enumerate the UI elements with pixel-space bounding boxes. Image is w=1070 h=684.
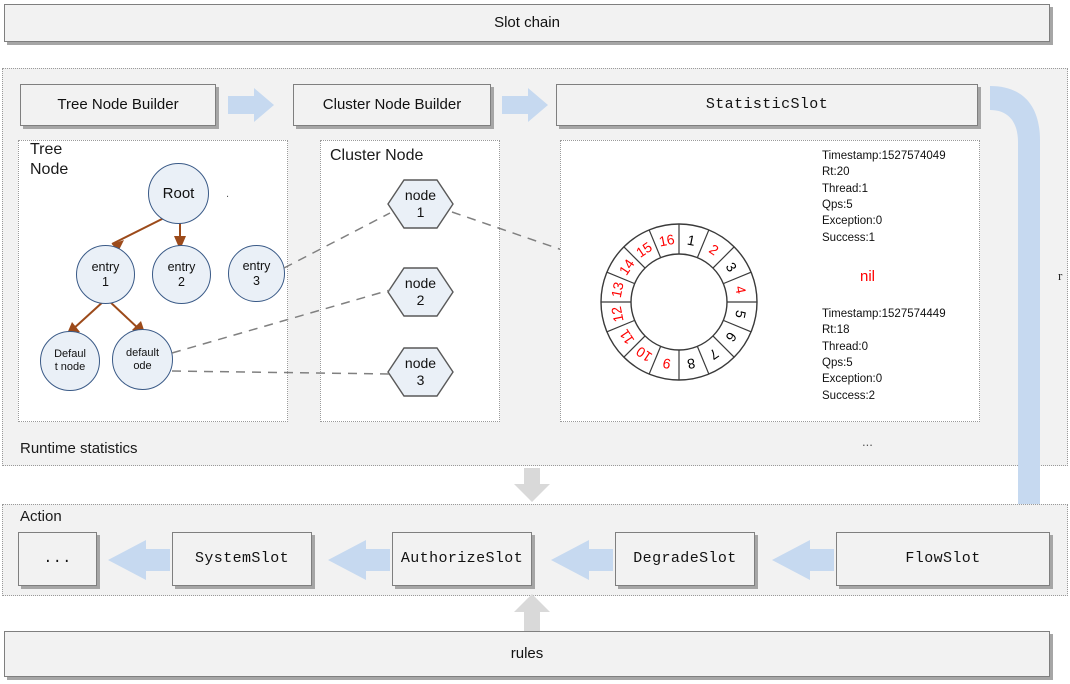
ring-divider [712, 246, 735, 269]
ring-divider [723, 271, 752, 285]
tree-node-default-node-1-label: Defaul t node [54, 348, 86, 373]
ring-divider [606, 319, 635, 333]
stray-char-r: r [1058, 268, 1063, 283]
degrade-slot-label: DegradeSlot [633, 550, 737, 568]
tree-node-root[interactable]: Root [148, 163, 209, 224]
ring-segment-label: 15 [633, 239, 655, 261]
action-panel-label: Action [20, 508, 62, 525]
ring-divider [723, 319, 752, 333]
tree-node-panel-title: Tree Node [30, 141, 69, 178]
ring-segment-label: 9 [661, 355, 672, 372]
ring-segment-label: 5 [732, 309, 749, 320]
ring-segment-label: 4 [732, 284, 749, 295]
system-slot-box[interactable]: SystemSlot [172, 532, 312, 586]
ring-divider [606, 271, 635, 285]
tree-node-default-node-2-label: default ode [125, 346, 160, 372]
ring-segment-label: 1 [686, 232, 697, 249]
tree-panel-stray-dot: . [226, 188, 230, 200]
ring-segment-label: 8 [686, 355, 697, 372]
tree-node-entry1-label: entry 1 [91, 260, 120, 289]
ring-divider [623, 246, 646, 269]
ring-divider [648, 346, 662, 375]
nil-label: nil [860, 268, 876, 285]
rules-label: rules [510, 645, 544, 663]
tree-node-entry2-label: entry 2 [167, 260, 196, 289]
tree-node-default-node-2[interactable]: default ode [112, 329, 173, 390]
cluster-node-builder-box[interactable]: Cluster Node Builder [293, 84, 491, 126]
statistic-slot-label: StatisticSlot [705, 96, 829, 114]
slot-chain-header: Slot chain [4, 4, 1050, 42]
system-slot-label: SystemSlot [194, 550, 289, 568]
runtime-statistics-label: Runtime statistics [20, 440, 138, 457]
ring-divider [712, 335, 735, 358]
flow-slot-box[interactable]: FlowSlot [836, 532, 1050, 586]
stats-block-top: Timestamp:1527574049 Rt:20 Thread:1 Qps:… [822, 150, 946, 244]
ring-segment-label: 16 [658, 231, 677, 250]
runtime-ellipsis: ... [862, 434, 873, 449]
flow-slot-label: FlowSlot [905, 550, 981, 568]
tree-node-entry1[interactable]: entry 1 [76, 245, 135, 304]
authorize-slot-box[interactable]: AuthorizeSlot [392, 532, 532, 586]
tree-node-builder-label: Tree Node Builder [57, 96, 179, 114]
ring-segment-label: 10 [633, 343, 655, 365]
tree-node-root-label: Root [162, 184, 195, 202]
tree-node-builder-box[interactable]: Tree Node Builder [20, 84, 216, 126]
degrade-slot-box[interactable]: DegradeSlot [615, 532, 755, 586]
action-box-ellipsis-label: ... [43, 550, 72, 568]
statistic-slot-box[interactable]: StatisticSlot [556, 84, 978, 126]
ring-segment-label: 14 [616, 256, 638, 278]
ring-inner-circle [630, 253, 728, 351]
cluster-node-builder-label: Cluster Node Builder [322, 96, 462, 114]
slot-chain-title: Slot chain [494, 14, 560, 32]
ring-divider [696, 346, 710, 375]
tree-node-entry3-label: entry 3 [242, 259, 271, 288]
ring-segment-label: 13 [608, 280, 627, 299]
cluster-node-panel-title: Cluster Node [330, 147, 424, 164]
authorize-slot-label: AuthorizeSlot [400, 550, 524, 568]
ring-divider [648, 229, 662, 258]
ring-segment-label: 12 [608, 305, 627, 324]
stats-block-bottom: Timestamp:1527574449 Rt:18 Thread:0 Qps:… [822, 308, 946, 402]
tree-node-default-node-1[interactable]: Defaul t node [40, 331, 100, 391]
ring-divider [623, 335, 646, 358]
ring-divider [696, 229, 710, 258]
rules-box[interactable]: rules [4, 631, 1050, 677]
action-box-ellipsis[interactable]: ... [18, 532, 97, 586]
